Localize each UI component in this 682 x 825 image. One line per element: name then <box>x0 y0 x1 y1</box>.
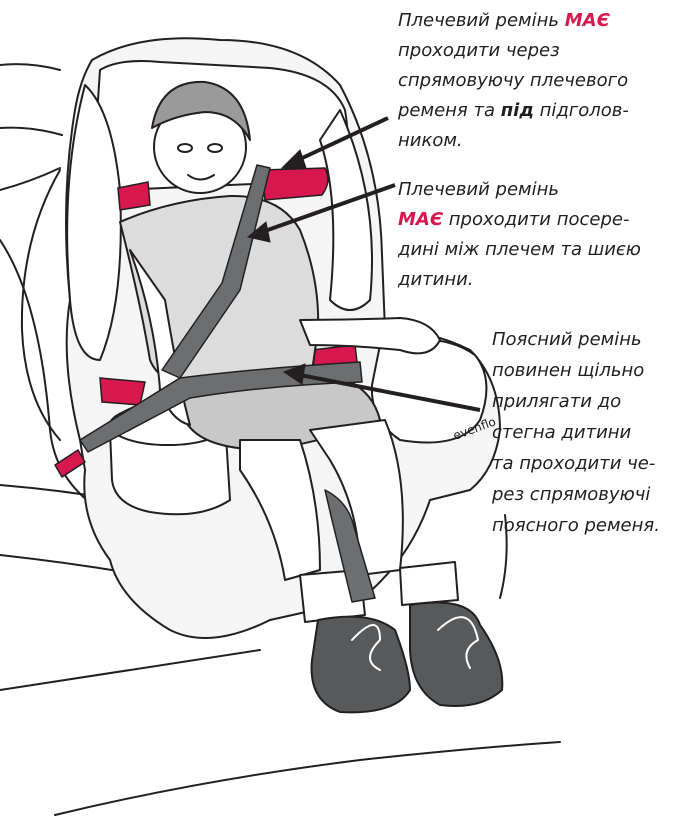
lap-belt-callout: Поясний ремінь повинен щільно прилягати … <box>492 324 682 541</box>
vehicle-seat-line <box>0 64 60 70</box>
callout-text: дитини. <box>398 269 474 290</box>
callout-line: та проходити че- <box>492 453 655 474</box>
lap-belt-guide-left <box>100 378 145 405</box>
shoulder-belt-guide-callout: Плечевий ремінь МАЄ проходити через спря… <box>398 6 682 156</box>
callout-text: ником. <box>398 130 463 151</box>
callout-line: рез спрямовуючі <box>492 484 650 505</box>
callout-text: дині між плечем та шиєю <box>398 239 641 260</box>
vehicle-seat-line <box>55 742 560 815</box>
callout-text: Плечевий ремінь <box>398 179 559 200</box>
shoulder-belt-guide-right <box>262 168 328 200</box>
callout-text: ременя та <box>398 100 501 121</box>
callout-text: спрямовуючу плечевого <box>398 70 628 91</box>
vehicle-seat-line <box>22 170 60 440</box>
sock-right <box>400 562 458 605</box>
shoulder-belt-position-callout: Плечевий ремінь МАЄ проходити посере- ди… <box>398 175 682 295</box>
callout-emphasis: МАЄ <box>398 209 443 230</box>
vehicle-seat-line <box>0 128 62 135</box>
callout-text: проходити посере- <box>443 209 629 230</box>
callout-text: підголов- <box>534 100 629 121</box>
callout-line: прилягати до <box>492 391 621 412</box>
vehicle-seat-line <box>0 650 260 690</box>
callout-line: стегна дитини <box>492 422 631 443</box>
callout-line: Поясний ремінь <box>492 329 642 350</box>
callout-line: поясного ременя. <box>492 515 660 536</box>
belt-buckle <box>55 450 85 477</box>
callout-text: проходити через <box>398 40 560 61</box>
callout-line: повинен щільно <box>492 360 644 381</box>
callout-emphasis: МАЄ <box>565 10 610 31</box>
callout-text: Плечевий ремінь <box>398 10 565 31</box>
callout-bold: під <box>501 100 534 121</box>
